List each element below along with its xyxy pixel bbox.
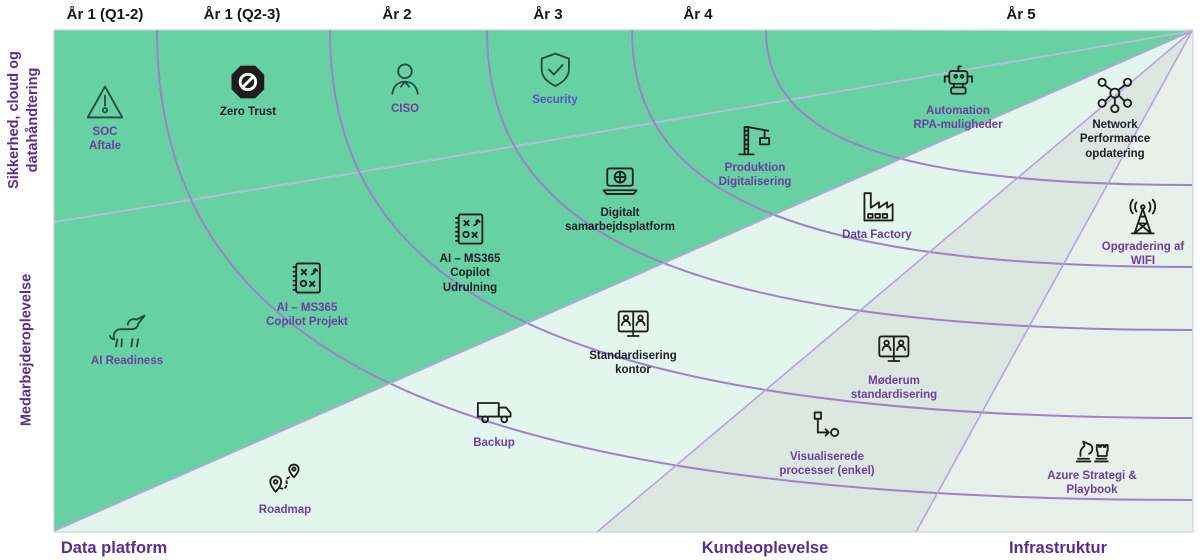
year-label-1: År 1 (Q1-2) [66, 6, 144, 23]
strategy-book-icon [450, 209, 490, 249]
item-label: Security [532, 94, 578, 106]
item-azure-strategi-playbook: Azure Strategi &Playbook [1047, 426, 1137, 498]
chess-icon [1072, 426, 1112, 466]
item-label: Roadmap [258, 504, 312, 516]
year-arc-3 [486, 29, 1193, 331]
side-label-medarbejder: Medarbejderoplevelse [18, 273, 35, 427]
flow-arrow-icon [807, 407, 847, 447]
year-label-2: År 1 (Q2-3) [203, 6, 281, 23]
year-label-4: År 3 [533, 6, 563, 23]
item-ciso: CISO [385, 59, 425, 116]
item-label: Zero Trust [219, 106, 277, 118]
meeting-monitor-icon [874, 331, 914, 371]
year-label-3: År 2 [382, 6, 412, 23]
bottom-label-infrastruktur: Infrastruktur [1008, 539, 1108, 557]
item-label: Data Factory [842, 229, 912, 241]
year-label-5: År 4 [683, 6, 713, 23]
year-label-6: År 5 [1006, 6, 1036, 23]
ray-kundeoplevelse-right [915, 30, 1193, 533]
strategy-book-icon [287, 258, 327, 298]
person-icon [385, 59, 425, 99]
unicorn-icon [107, 311, 147, 351]
item-roadmap: Roadmap [259, 460, 311, 517]
ray-green-boundary [53, 30, 1193, 532]
year-arc-4 [631, 29, 1193, 268]
row-divider-line [53, 30, 1193, 223]
route-pins-icon [265, 460, 305, 500]
meeting-monitor-icon [613, 306, 653, 346]
truck-icon [474, 393, 514, 433]
item-zero-trust: Zero Trust [220, 62, 276, 119]
laptop-globe-icon [600, 163, 640, 203]
factory-icon [857, 185, 897, 225]
shield-check-icon [535, 50, 575, 90]
ray-kundeoplevelse-left [596, 30, 1193, 533]
item-backup: Backup [473, 393, 515, 450]
item-label: CISO [390, 103, 420, 115]
year-arc-2 [329, 29, 1193, 419]
year-arc-1 [156, 29, 1193, 501]
warning-triangle-icon [85, 82, 125, 122]
year-arc-5 [765, 29, 1193, 186]
prohibition-icon [228, 62, 268, 102]
item-label: Backup [473, 437, 515, 449]
radio-tower-icon [1123, 197, 1163, 237]
item-label: Azure Strategi &Playbook [1047, 470, 1137, 497]
robot-icon [938, 61, 978, 101]
bottom-label-kundeoplevelse: Kundeoplevelse [701, 539, 829, 557]
item-security: Security [532, 50, 578, 107]
fan-frame [53, 29, 1194, 533]
network-hub-icon [1095, 75, 1135, 115]
item-label: AI Readiness [90, 355, 164, 367]
item-data-factory: Data Factory [842, 185, 912, 242]
bottom-label-data-platform: Data platform [60, 539, 168, 557]
item-ai-readiness: AI Readiness [91, 311, 163, 368]
crane-icon [735, 118, 775, 158]
